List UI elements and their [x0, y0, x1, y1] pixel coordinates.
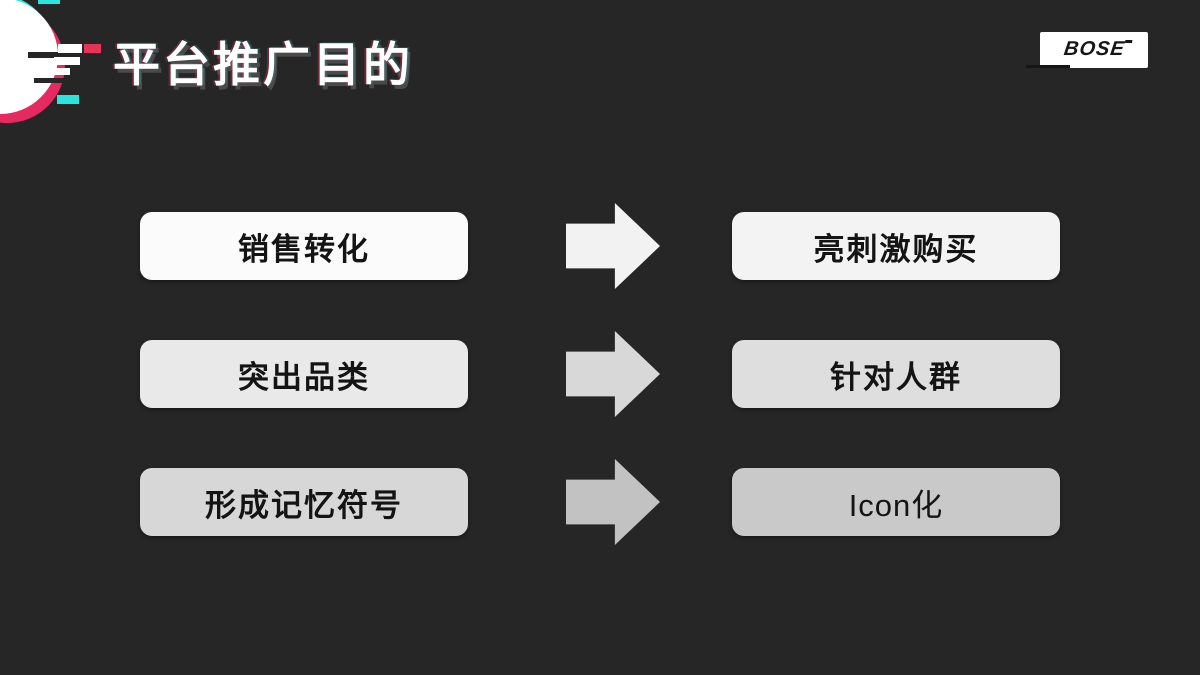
page-title: 平台推广目的 [113, 38, 413, 91]
logo-pink-dash [84, 44, 101, 53]
bose-logo: BOSE [1026, 32, 1148, 68]
logo-glitch-slice [34, 78, 70, 83]
bose-logo-underline [1026, 65, 1070, 68]
bose-logo-text: BOSE [1062, 38, 1127, 60]
logo-cyan-dash [38, 0, 60, 4]
source-box-sales-conversion: 销售转化 [140, 212, 468, 280]
logo-glitch-slice [50, 68, 70, 75]
logo-cyan-dash [57, 95, 79, 104]
right-arrow-icon [566, 203, 660, 289]
logo-glitch-slice [58, 44, 82, 53]
target-box-stimulate-purchase: 亮刺激购买 [732, 212, 1060, 280]
source-box-memory-symbol: 形成记忆符号 [140, 468, 468, 536]
diagram-row: 突出品类 针对人群 [0, 331, 1200, 417]
right-arrow-icon [566, 331, 660, 417]
diagram-row: 形成记忆符号 Icon化 [0, 459, 1200, 545]
target-box-iconize: Icon化 [732, 468, 1060, 536]
glitch-logo-icon [0, 0, 132, 134]
logo-glitch-slice [28, 52, 68, 58]
target-box-target-audience: 针对人群 [732, 340, 1060, 408]
right-arrow-icon [566, 459, 660, 545]
source-box-highlight-category: 突出品类 [140, 340, 468, 408]
logo-glitch-slice [54, 57, 80, 65]
diagram-row: 销售转化 亮刺激购买 [0, 203, 1200, 289]
